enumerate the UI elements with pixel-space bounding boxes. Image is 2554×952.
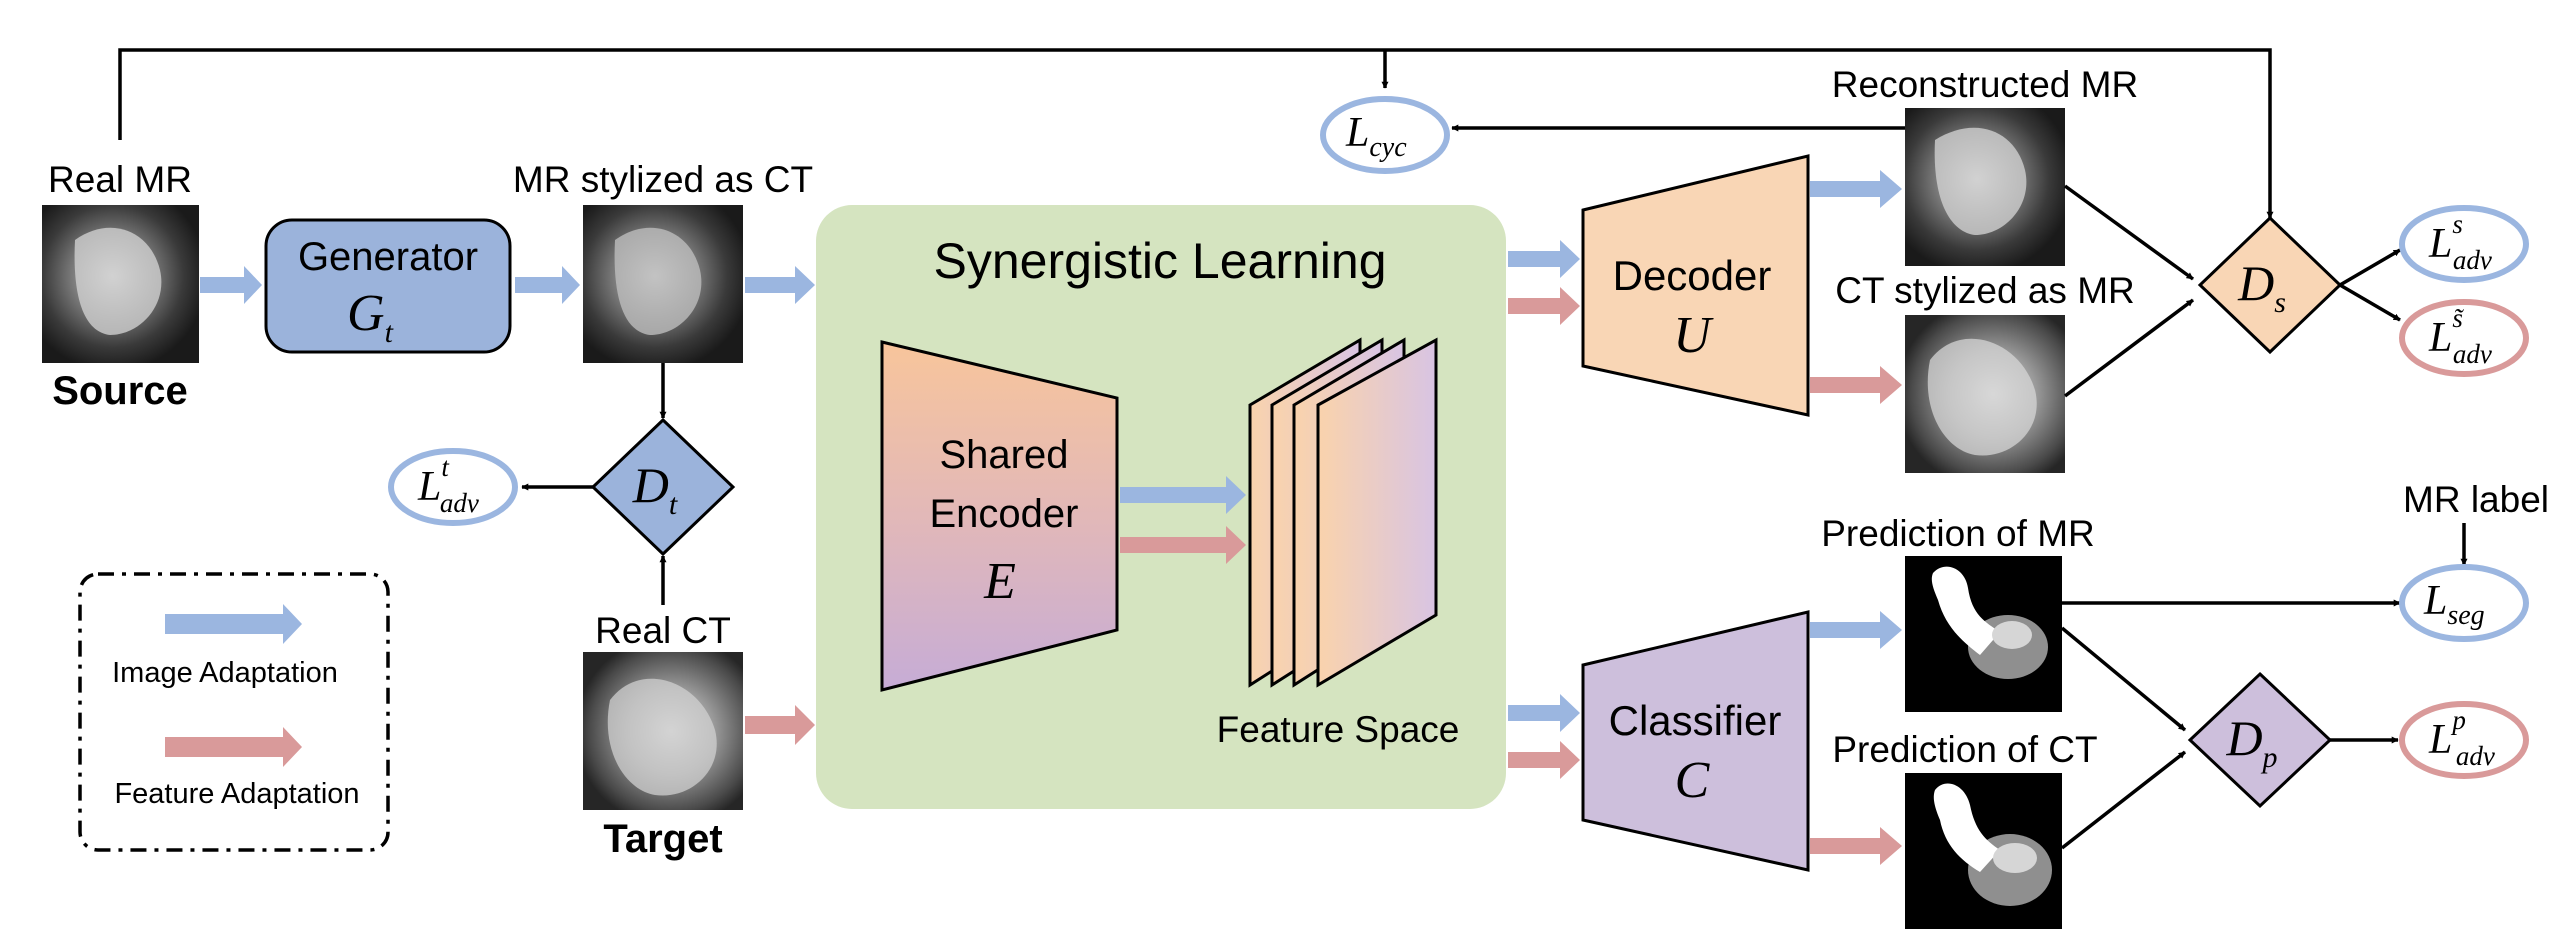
- mr-label-text: MR label: [2403, 479, 2549, 520]
- ct-stylized-mr-image: [1905, 315, 2065, 473]
- target-label: Target: [603, 817, 722, 861]
- generator-symbol: Gt: [347, 285, 394, 349]
- svg-text:Ls̃adv: Ls̃adv: [2428, 303, 2492, 369]
- mr-stylized-ct-label: MR stylized as CT: [513, 159, 813, 200]
- adaptation-arrows: [200, 170, 1902, 865]
- svg-text:Lcyc: Lcyc: [1345, 110, 1407, 163]
- svg-text:Lseg: Lseg: [2423, 578, 2485, 631]
- encoder-label-1: Shared: [940, 433, 1069, 477]
- synergistic-title: Synergistic Learning: [933, 233, 1386, 289]
- ct-stylized-mr-label: CT stylized as MR: [1835, 270, 2135, 311]
- legend-image-adaptation: Image Adaptation: [112, 657, 338, 689]
- real-mr-image: [42, 205, 199, 363]
- top-feedback-lines: [118, 48, 2274, 219]
- dp-discriminator: Dp: [2187, 671, 2333, 809]
- loss-cyc: Lcyc: [1320, 96, 1450, 174]
- feature-space-label: Feature Space: [1217, 709, 1460, 750]
- source-label: Source: [52, 369, 188, 413]
- ds-discriminator: Ds: [2197, 215, 2343, 355]
- decoder-symbol: U: [1673, 307, 1714, 364]
- legend-box: Image Adaptation Feature Adaptation: [78, 572, 390, 852]
- svg-text:Dp: Dp: [2225, 710, 2277, 774]
- classifier-label: Classifier: [1609, 697, 1782, 744]
- generator-label: Generator: [298, 235, 478, 279]
- feature-space-stack: [1248, 337, 1438, 688]
- real-mr-label: Real MR: [48, 159, 192, 200]
- real-ct-label: Real CT: [595, 610, 731, 651]
- reconstructed-mr-label: Reconstructed MR: [1832, 64, 2138, 105]
- classifier-symbol: C: [1675, 752, 1711, 809]
- svg-text:Dt: Dt: [632, 457, 678, 521]
- svg-text:Ds: Ds: [2237, 255, 2286, 319]
- prediction-ct-label: Prediction of CT: [1832, 729, 2097, 770]
- decoder-label: Decoder: [1613, 252, 1772, 299]
- dt-discriminator: Dt: [590, 417, 736, 557]
- encoder-label-2: Encoder: [930, 492, 1079, 536]
- prediction-mr-label: Prediction of MR: [1821, 513, 2095, 554]
- decoder-block: Decoder U: [1581, 154, 1810, 417]
- synergistic-panel: Synergistic Learning Shared Encoder E Fe…: [816, 205, 1506, 809]
- prediction-ct-image: [1905, 773, 2062, 929]
- loss-adv-stilde: Ls̃adv: [2399, 299, 2529, 377]
- encoder-symbol: E: [983, 553, 1016, 610]
- generator-box: Generator Gt: [264, 218, 512, 354]
- real-ct-image: [583, 652, 743, 810]
- mr-stylized-ct-image: [583, 205, 743, 363]
- classifier-block: Classifier C: [1581, 610, 1810, 872]
- reconstructed-mr-image: [1905, 108, 2065, 266]
- legend-feature-adaptation: Feature Adaptation: [114, 778, 359, 810]
- loss-seg: Lseg: [2399, 564, 2529, 642]
- prediction-mr-image: [1905, 556, 2062, 712]
